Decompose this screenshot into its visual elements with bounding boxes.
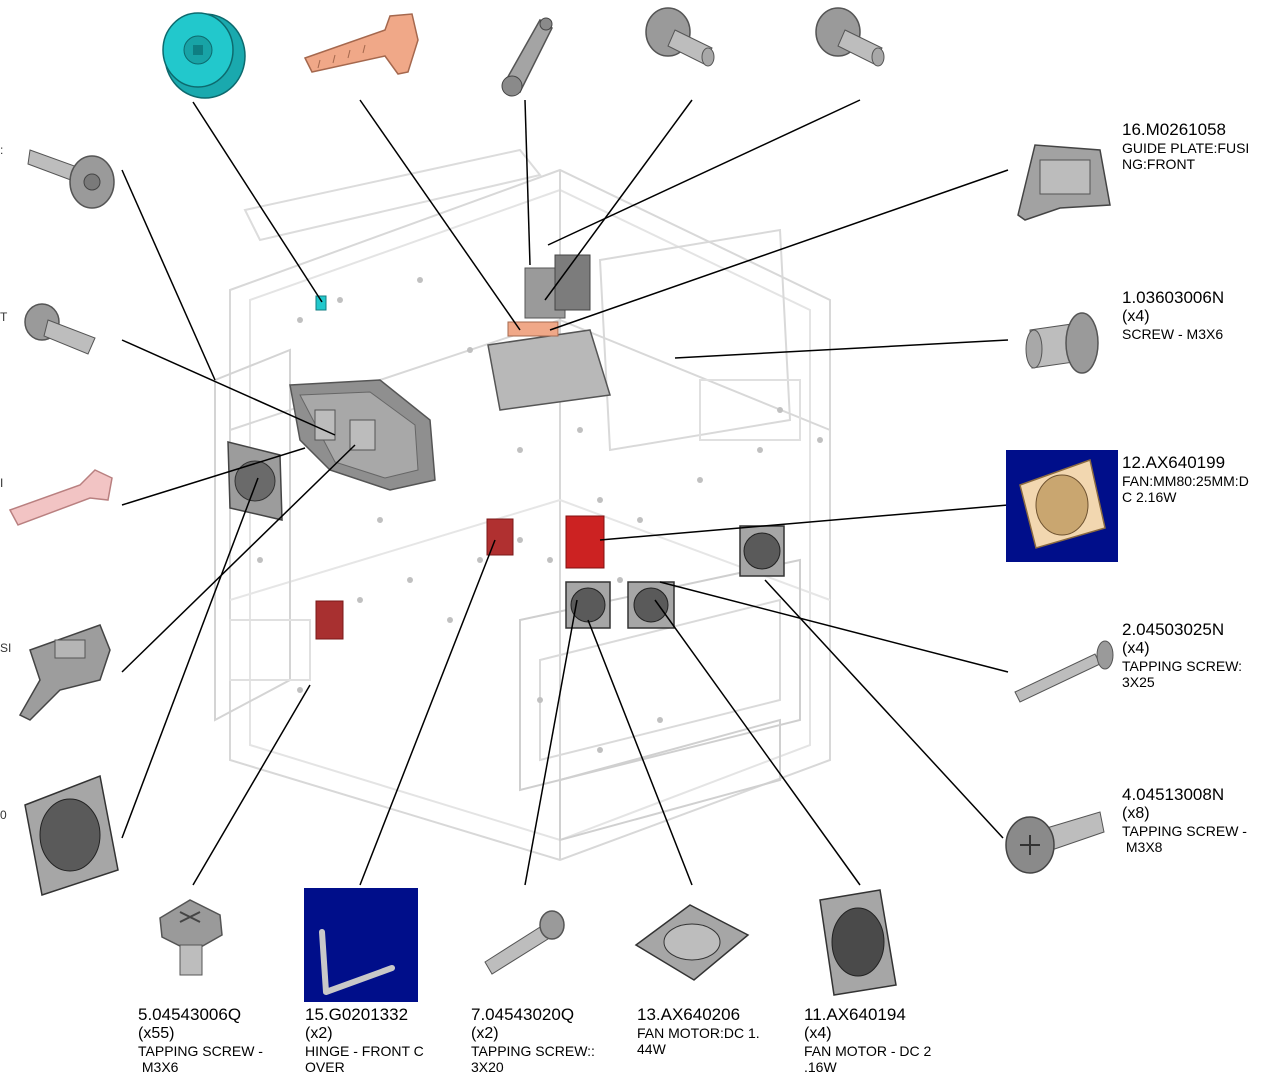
part-number: 5.04543006Q	[138, 1005, 242, 1024]
leader-line-p12	[599, 504, 1009, 541]
part-number: 2.04503025N	[1122, 620, 1225, 639]
bottom-fan-p11	[819, 889, 897, 996]
label-p5: 5.04543006Q (x55) TAPPING SCREW - M3X6	[138, 1005, 263, 1075]
leader-line-arm	[524, 99, 531, 266]
cyan-roller-part	[162, 12, 246, 99]
part-description: GUIDE PLATE:FUSI NG:FRONT	[1122, 139, 1250, 172]
leader-line-left-3	[121, 447, 306, 506]
part-number: 11.AX640194	[804, 1005, 906, 1024]
label-p12: 12.AX640199 FAN:MM80:25MM:D C 2.16W	[1122, 453, 1249, 505]
right-screw-p2	[1014, 640, 1114, 703]
leader-line-p7	[524, 599, 578, 886]
leader-line-p1	[674, 339, 1009, 359]
screw-top-a	[645, 7, 715, 67]
chassis-screws	[257, 277, 823, 753]
leader-line-p4	[764, 579, 1004, 839]
right-guide-plate-p16	[1017, 144, 1111, 221]
leader-lines	[121, 99, 1009, 886]
leader-line-screw-top-b	[547, 99, 861, 246]
leader-line-lever	[359, 99, 521, 331]
bottom-fan-p13	[634, 904, 750, 981]
bottom-hinge-p15	[304, 888, 418, 1002]
label-p16: 16.M0261058 GUIDE PLATE:FUSI NG:FRONT	[1122, 120, 1249, 172]
part-quantity: (x55)	[138, 1024, 175, 1042]
leader-line-p16	[549, 169, 1009, 331]
leader-line-p15	[359, 539, 496, 886]
part-description: TAPPING SCREW - M3X6	[138, 1042, 263, 1076]
part-number: 16.M0261058	[1122, 120, 1226, 139]
part-description: FAN:MM80:25MM:D C 2.16W	[1122, 472, 1249, 505]
part-number: 12.AX640199	[1122, 453, 1226, 472]
part-number: 13.AX640206	[637, 1005, 741, 1024]
part-quantity: (x4)	[1122, 639, 1150, 657]
part-quantity: (x2)	[305, 1024, 333, 1042]
part-description: FAN MOTOR:DC 1. 44W	[637, 1024, 760, 1057]
leader-line-roller	[192, 101, 323, 303]
leader-line-screw-top-a	[544, 99, 693, 301]
left-guide-plate	[18, 624, 111, 721]
printer-chassis	[214, 148, 831, 862]
leader-line-left-2	[121, 339, 336, 436]
leader-line-left-4	[121, 444, 356, 673]
label-p4: 4.04513008N (x8) TAPPING SCREW - M3X8	[1122, 785, 1247, 855]
label-p15: 15.G0201332 (x2) HINGE - FRONT C OVER	[305, 1005, 424, 1075]
left-edge-fragment: SI	[0, 641, 12, 655]
left-screw-2	[24, 303, 96, 355]
part-number: 4.04513008N	[1122, 785, 1225, 804]
leader-line-p13	[587, 619, 693, 886]
label-p1: 1.03603006N (x4) SCREW - M3X6	[1122, 288, 1224, 342]
salmon-lever-part	[303, 13, 419, 75]
part-description: TAPPING SCREW: 3X25	[1122, 657, 1243, 691]
leader-line-p11	[654, 599, 861, 886]
small-fans-in-assembly	[565, 525, 785, 629]
bottom-screw-p5	[159, 899, 223, 976]
part-description: SCREW - M3X6	[1122, 325, 1224, 342]
part-quantity: (x8)	[1122, 804, 1150, 822]
bottom-screw-p7	[484, 910, 565, 975]
left-fan	[24, 774, 119, 896]
label-p2: 2.04503025N (x4) TAPPING SCREW: 3X25	[1122, 620, 1242, 690]
part-description: FAN MOTOR - DC 2 .16W	[804, 1042, 932, 1076]
leader-line-p2	[659, 581, 1009, 673]
left-fan-assembly	[227, 441, 283, 521]
part-number: 7.04543020Q	[471, 1005, 575, 1024]
part-quantity: (x4)	[804, 1024, 832, 1042]
part-number: 15.G0201332	[305, 1005, 409, 1024]
part-description: TAPPING SCREW - M3X8	[1122, 822, 1247, 856]
left-edge-fragment: I	[0, 476, 4, 490]
part-quantity: (x4)	[1122, 307, 1150, 325]
label-p13: 13.AX640206 FAN MOTOR:DC 1. 44W	[637, 1005, 760, 1057]
left-edge-fragment: 0	[0, 808, 7, 822]
left-pink-lever	[8, 469, 113, 526]
fusing-guide-assembly	[289, 379, 436, 491]
leader-line-left-1	[121, 169, 216, 381]
arm-part	[501, 17, 553, 97]
right-screw-p4	[1005, 811, 1105, 874]
left-screw-1	[27, 149, 115, 209]
upper-bracket-assembly	[487, 254, 611, 411]
left-edge-fragment: T	[0, 310, 8, 324]
part-description: TAPPING SCREW:: 3X20	[471, 1042, 595, 1076]
part-quantity: (x2)	[471, 1024, 499, 1042]
leader-line-p5	[192, 684, 311, 886]
part-description: HINGE - FRONT C OVER	[305, 1042, 424, 1076]
right-fan-p12	[1006, 450, 1118, 562]
label-p7: 7.04543020Q (x2) TAPPING SCREW:: 3X20	[471, 1005, 595, 1075]
left-edge-fragment: :	[0, 143, 4, 157]
part-number: 1.03603006N	[1122, 288, 1225, 307]
leader-line-left-5	[121, 477, 259, 839]
label-p11: 11.AX640194 (x4) FAN MOTOR - DC 2 .16W	[804, 1005, 931, 1075]
screw-top-b	[815, 7, 885, 67]
right-screw-p1	[1025, 312, 1099, 374]
